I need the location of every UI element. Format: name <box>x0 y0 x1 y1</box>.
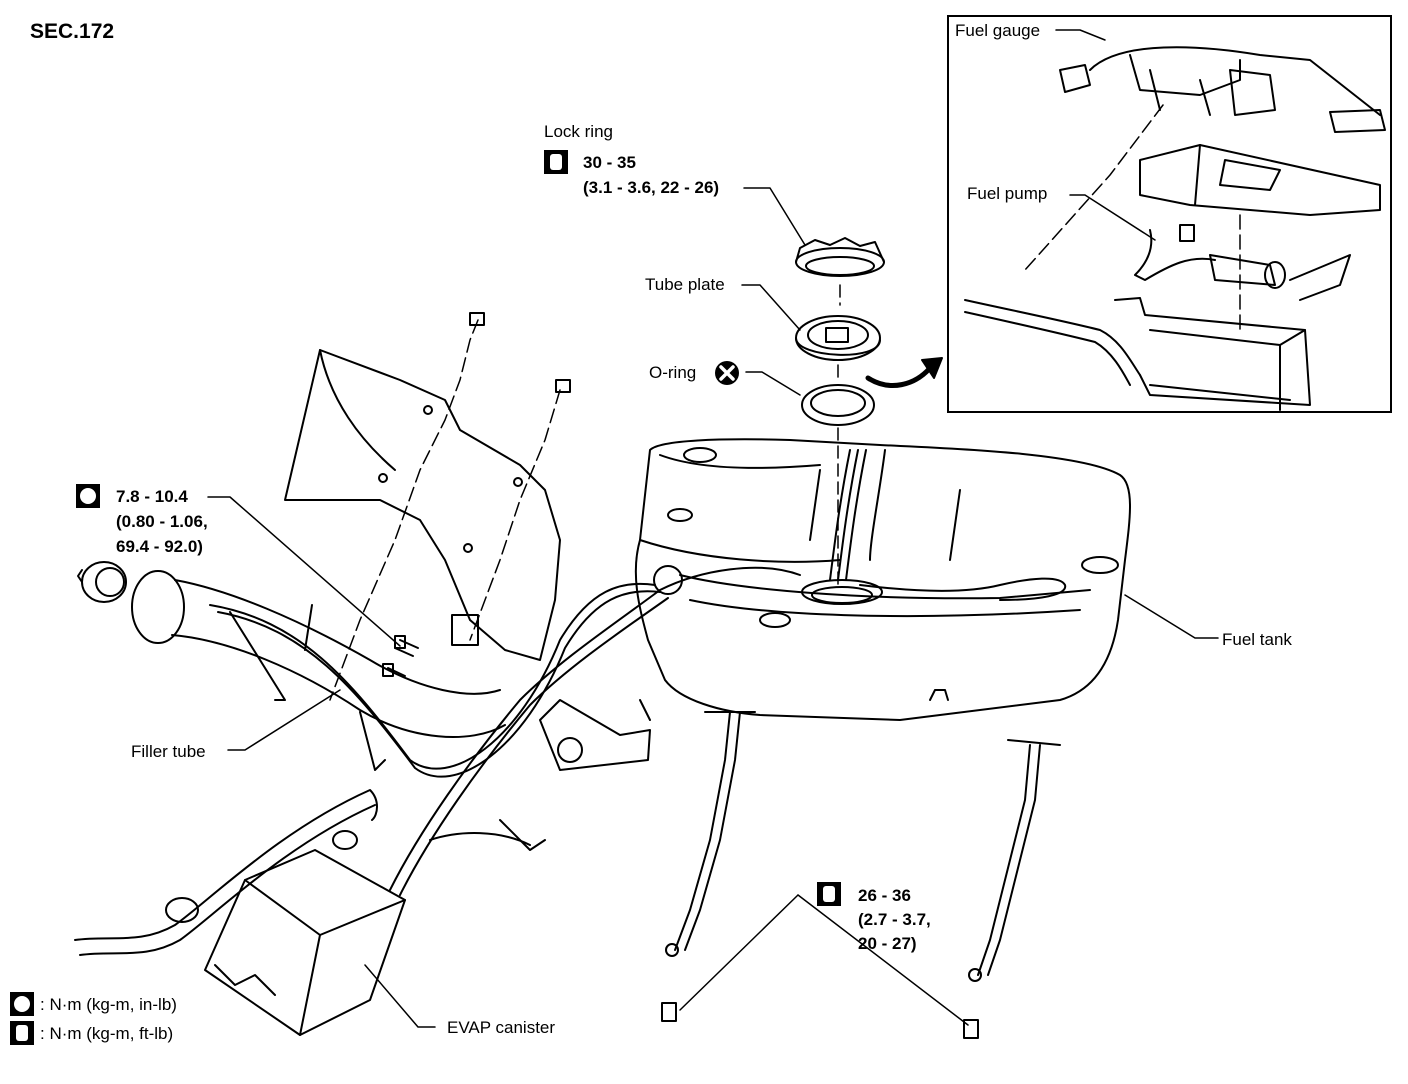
o-ring-label: O-ring <box>649 363 697 382</box>
fuel-gauge-label: Fuel gauge <box>955 21 1041 40</box>
arrow-to-detail <box>865 365 933 388</box>
nut-icon <box>76 484 100 508</box>
socket-icon <box>817 882 841 906</box>
lock-ring-torque-nm: 30 - 35 <box>583 153 636 172</box>
lock-ring-drawing <box>795 237 885 277</box>
fuel-pump-label: Fuel pump <box>967 184 1048 203</box>
fuel-tank-drawing <box>634 438 1131 721</box>
legend-ftlb: : N·m (kg-m, ft-lb) <box>40 1024 174 1043</box>
evap-canister-drawing <box>204 830 406 1036</box>
leader-lines <box>207 29 1219 1028</box>
o-ring-drawing <box>801 384 875 426</box>
tube-plate-label: Tube plate <box>645 275 725 294</box>
fuel-cap-drawing <box>77 561 127 603</box>
tank-strap-right-drawing <box>968 739 1061 982</box>
filler-tube-label: Filler tube <box>131 742 206 761</box>
x-circle-icon <box>715 361 739 385</box>
section-label: SEC.172 <box>30 20 115 43</box>
fuel-gauge-pump-inset <box>947 15 1392 413</box>
strap-bolts-drawing <box>661 1002 979 1039</box>
bolts-drawing <box>304 312 571 701</box>
inset-fuel-gauge-pump-drawing <box>964 46 1386 411</box>
strap-torque-alt-2: 20 - 27) <box>858 934 917 953</box>
socket-icon <box>544 150 568 174</box>
tank-strap-left-drawing <box>665 711 756 957</box>
bolt-torque-nm: 7.8 - 10.4 <box>116 487 188 506</box>
assembly-axis-line <box>837 284 841 591</box>
evap-canister-label: EVAP canister <box>447 1018 556 1037</box>
lock-ring-torque-alt: (3.1 - 3.6, 22 - 26) <box>583 178 720 197</box>
bolt-torque-alt-1: (0.80 - 1.06, <box>116 512 208 531</box>
nut-icon <box>10 992 34 1016</box>
strap-torque-alt-1: (2.7 - 3.7, <box>858 910 931 929</box>
lock-ring-label: Lock ring <box>544 122 613 141</box>
filler-tube-drawing <box>131 570 661 778</box>
bolt-torque-alt-2: 69.4 - 92.0) <box>116 537 203 556</box>
legend-inlb: : N·m (kg-m, in-lb) <box>40 995 177 1014</box>
evap-hoses-drawing <box>74 565 801 956</box>
fuel-tank-label: Fuel tank <box>1222 630 1292 649</box>
tube-plate-drawing <box>795 315 881 361</box>
filler-shield-drawing <box>284 349 561 661</box>
strap-torque-nm: 26 - 36 <box>858 886 911 905</box>
socket-icon <box>10 1021 34 1045</box>
